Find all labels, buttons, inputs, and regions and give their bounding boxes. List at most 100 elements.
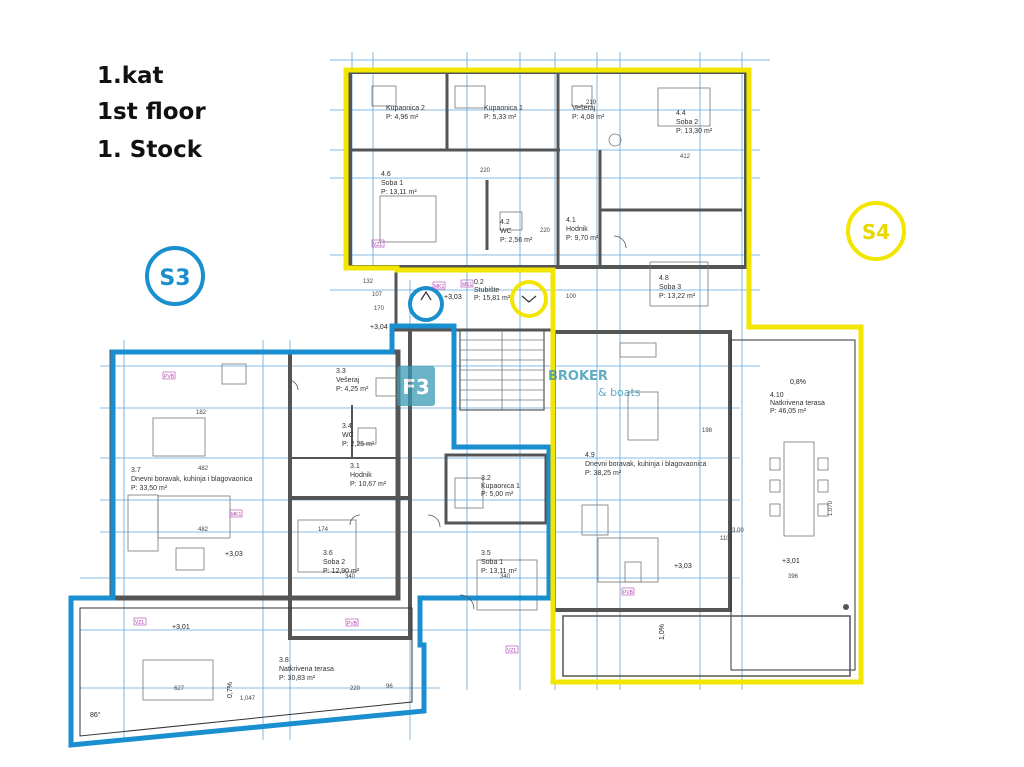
- elevation-label: +3,03: [674, 563, 692, 570]
- floor-title-hr: 1.kat: [97, 63, 164, 89]
- bed-soba-2: [657, 87, 711, 127]
- s3-badge: [145, 246, 205, 306]
- slope-label: 0,8%: [790, 379, 806, 386]
- watermark-logo: F3: [402, 375, 430, 399]
- elevation-label: +3,01: [782, 558, 800, 565]
- room-id: 3.3: [336, 368, 346, 375]
- room-name: Dnevni boravak, kuhinja i blagovaonica: [131, 476, 253, 483]
- sofa-s4: [597, 537, 659, 583]
- washer-1: [571, 85, 593, 107]
- staircase: [459, 329, 545, 411]
- room-area: P: 5,00 m²: [481, 491, 514, 498]
- s3-label: S3: [159, 266, 190, 291]
- room-name: Hodnik: [350, 472, 372, 479]
- plan-label: VZ1: [373, 242, 382, 248]
- plan-label: 340: [345, 574, 356, 580]
- room-id: 4.1: [566, 217, 576, 224]
- room-id: 3.7: [131, 467, 141, 474]
- elevation-label: +3,04: [370, 324, 388, 331]
- plan-label: PVB: [164, 374, 175, 380]
- room-id: 4.2: [500, 219, 510, 226]
- room-id: 3.6: [323, 550, 333, 557]
- room-id: 3.1: [350, 463, 360, 470]
- terrace-table-s3: [142, 659, 214, 701]
- wc-fixture: [499, 211, 523, 231]
- plan-label: 412: [680, 154, 691, 160]
- plan-label: MK1: [462, 282, 473, 288]
- room-name: Dnevni boravak, kuhinja i blagovaonica: [585, 461, 707, 468]
- dimension-labels: 219 220 412 220 100 170 132 107 182 482 …: [174, 100, 834, 702]
- brand-watermark: F3 BROKER & boats: [397, 366, 641, 406]
- bed-soba-1: [379, 195, 437, 243]
- room-id: 4.6: [381, 171, 391, 178]
- room-name: Soba 3: [659, 284, 681, 291]
- room-name: Kupaonica 1: [484, 105, 523, 112]
- plan-label: 96: [386, 684, 393, 690]
- terrace-table-s4: [783, 441, 815, 537]
- room-name: Kupaonica 1: [481, 483, 520, 490]
- room-name: Soba 1: [481, 559, 503, 566]
- plan-label: 220: [350, 686, 361, 692]
- room-area: P: 46,05 m²: [770, 408, 807, 415]
- room-id: 4.9: [585, 452, 595, 459]
- plan-label: VZ1: [135, 620, 144, 626]
- furniture: [127, 85, 829, 701]
- bed-soba-1-s3: [476, 559, 538, 611]
- room-id: 3.8: [279, 657, 289, 664]
- room-area: P: 38,25 m²: [585, 470, 622, 477]
- room-area: P: 15,81 m²: [474, 295, 511, 302]
- sink-1: [608, 133, 622, 147]
- room-name: WC: [342, 432, 354, 439]
- plan-label: 340: [500, 574, 511, 580]
- s4-outline: [343, 67, 864, 685]
- s3-outline: [68, 323, 552, 748]
- s4-terrace-edge: [730, 339, 856, 671]
- stove-s3: [221, 363, 247, 385]
- drain-marker: [843, 604, 849, 610]
- plan-label: 482: [198, 527, 209, 533]
- plan-label: 182: [196, 410, 207, 416]
- room-name: Kupaonica 2: [386, 105, 425, 112]
- room-area: P: 4,25 m²: [336, 386, 369, 393]
- plan-label: MK1: [231, 512, 242, 518]
- room-id: 0.2: [474, 279, 484, 286]
- room-name: Soba 1: [381, 180, 403, 187]
- s4-terrace-lower: [562, 615, 851, 677]
- dining-table-s3: [152, 417, 206, 457]
- room-id: 3.4: [342, 423, 352, 430]
- room-name: Vešeraj: [336, 377, 360, 384]
- room-area: P: 2,56 m²: [500, 237, 533, 244]
- room-area: P: 13,30 m²: [676, 128, 713, 135]
- s4-stair-marker: [510, 280, 548, 318]
- plan-label: 174: [318, 527, 329, 533]
- wc-s3: [357, 427, 377, 445]
- annotation-tags: MK1 MK1 MK1 VZ1 VZ1 VZ1 PVB PVB PVB: [133, 239, 635, 654]
- bathtub-s3: [454, 477, 484, 509]
- room-area: P: 13,11 m²: [381, 189, 417, 196]
- plan-label: PVB: [623, 590, 634, 596]
- plan-label: 110: [720, 536, 730, 542]
- room-id: 3.5: [481, 550, 491, 557]
- slope-label: 1,0%: [659, 624, 666, 640]
- room-id: 4.10: [770, 392, 784, 399]
- bathtub-1: [371, 85, 397, 107]
- room-name: Soba 2: [676, 119, 698, 126]
- plan-label: VZ1: [507, 648, 516, 654]
- kitchen-counter-s4: [619, 342, 657, 358]
- plan-label: 198: [702, 428, 713, 434]
- room-labels: Kupaonica 2 P: 4,96 m² Kupaonica 1 P: 5,…: [131, 105, 825, 682]
- room-name: Natkrivena terasa: [770, 400, 825, 407]
- room-id: 4.4: [676, 110, 686, 117]
- room-area: P: 5,33 m²: [484, 114, 517, 121]
- door-swings: [287, 235, 627, 610]
- angle-label: 86°: [90, 711, 101, 719]
- s4-label: S4: [862, 220, 890, 244]
- elevation-marks: +3,04 +3,03 +3,03 +3,03 +3,01 +3,01 0,8%…: [90, 294, 806, 719]
- room-area: P: 4,08 m²: [572, 114, 605, 121]
- elevation-label: +3,03: [444, 294, 462, 301]
- plan-label: 1,047: [240, 696, 256, 702]
- plan-label: 132: [363, 279, 374, 285]
- room-area: P: 9,70 m²: [566, 235, 599, 242]
